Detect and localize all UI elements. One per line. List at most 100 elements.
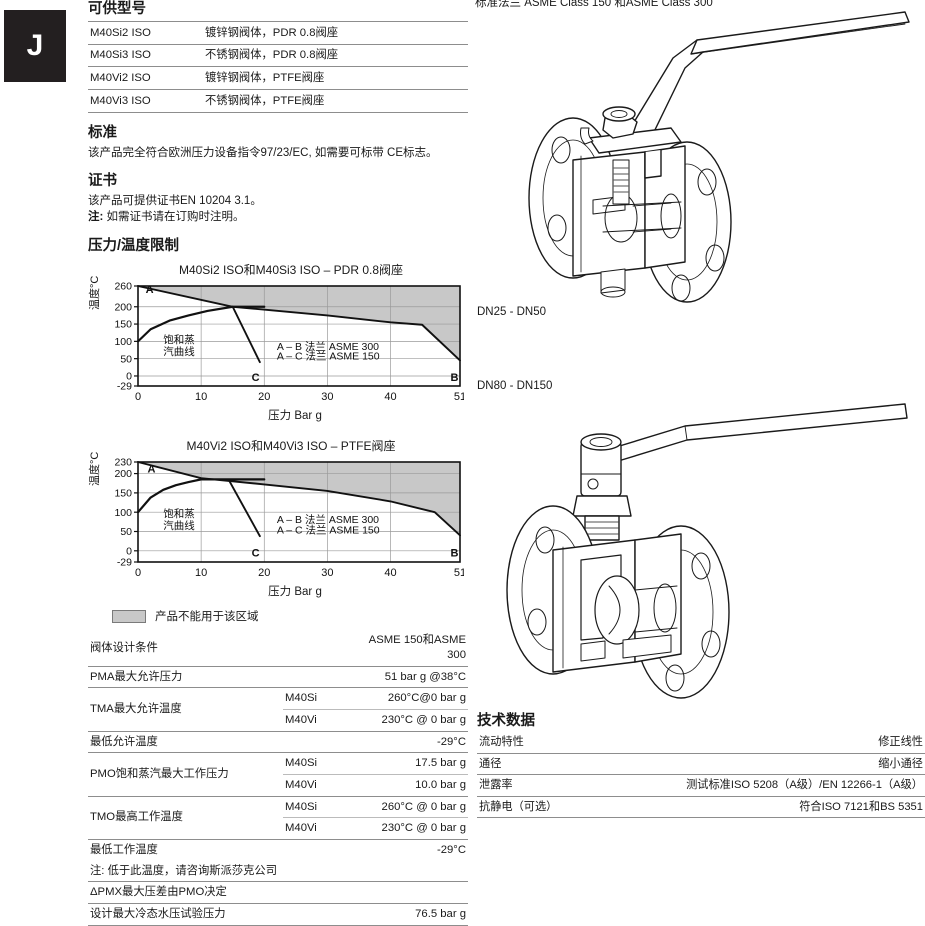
svg-text:100: 100 (114, 507, 132, 519)
spec-variant: M40Vi (283, 774, 345, 797)
spec-value: 230°C @ 0 bar g (345, 709, 468, 732)
certificate-note-text: 如需证书请在订购时注明。 (103, 211, 245, 224)
tech-value: 缩小通径 (591, 753, 925, 776)
svg-text:40: 40 (384, 391, 396, 403)
chart-si-xlabel: 压力 Bar g (268, 410, 322, 423)
svg-text:A – B 法兰 ASME 300: A – B 法兰 ASME 300 (277, 513, 379, 526)
model-code: M40Vi3 ISO (88, 89, 203, 113)
svg-text:A – B 法兰 ASME 300: A – B 法兰 ASME 300 (277, 340, 379, 353)
spec-value: -29°C (436, 843, 466, 856)
svg-text:0: 0 (126, 546, 132, 558)
svg-text:0: 0 (126, 371, 132, 383)
right-content-column: 标准法兰 ASME Class 150 和ASME Class 300 (475, 0, 925, 819)
table-row: 最低允许温度 -29°C (88, 731, 468, 754)
table-row: 通径 缩小通径 (477, 753, 925, 776)
svg-text:A: A (146, 284, 154, 296)
table-row: M40Si2 ISO 镀锌钢阀体，PDR 0.8阀座 (88, 21, 468, 45)
technical-data-block: 技术数据 流动特性 修正线性 通径 缩小通径 泄露率 测试标准ISO 5208（… (477, 712, 925, 819)
specification-table-body: 阀体设计条件 ASME 150和ASME 300 PMA最大允许压力 51 ba… (88, 630, 468, 926)
svg-text:10: 10 (195, 567, 207, 579)
certificate-note-label: 注: (88, 211, 104, 224)
spec-label: TMA最大允许温度 (88, 687, 283, 732)
svg-text:饱和蒸: 饱和蒸 (163, 508, 195, 520)
svg-text:230: 230 (114, 457, 132, 469)
spec-note: 注: 低于此温度，请咨询斯派莎克公司 (88, 860, 468, 883)
svg-text:50: 50 (120, 526, 132, 538)
svg-text:30: 30 (321, 391, 333, 403)
spec-label: PMA最大允许压力 (88, 666, 345, 689)
technical-data-table: 流动特性 修正线性 通径 缩小通径 泄露率 测试标准ISO 5208（A级）/E… (477, 732, 925, 819)
spec-label: ΔPMX最大压差由PMO决定 (88, 881, 468, 904)
svg-text:-29: -29 (117, 557, 132, 569)
svg-text:40: 40 (384, 567, 396, 579)
table-row: 最低工作温度 -29°C (88, 839, 468, 860)
spec-value: 260°C @ 0 bar g (345, 796, 468, 819)
spec-value: 17.5 bar g (345, 752, 468, 775)
available-models-body: M40Si2 ISO 镀锌钢阀体，PDR 0.8阀座 M40Si3 ISO 不锈… (88, 21, 468, 113)
spec-label: PMO饱和蒸汽最大工作压力 (88, 752, 283, 797)
table-row: 阀体设计条件 ASME 150和ASME 300 (88, 630, 468, 667)
svg-text:C: C (252, 548, 260, 560)
svg-text:30: 30 (321, 567, 333, 579)
svg-text:0: 0 (135, 391, 141, 403)
tech-label: 泄露率 (477, 774, 592, 797)
svg-text:0: 0 (135, 567, 141, 579)
spec-label: 最低允许温度 (88, 731, 345, 754)
svg-text:A – C 法兰 ASME 150: A – C 法兰 ASME 150 (277, 350, 380, 363)
pressure-temperature-limits-heading: 压力/温度限制 (88, 238, 180, 255)
svg-text:10: 10 (195, 391, 207, 403)
figure-caption-dn80-dn150: DN80 - DN150 (477, 380, 553, 392)
figure-caption-dn25-dn50: DN25 - DN50 (477, 306, 547, 318)
tech-label: 抗静电（可选） (477, 796, 592, 819)
svg-text:饱和蒸: 饱和蒸 (163, 334, 195, 346)
model-code: M40Si3 ISO (88, 44, 203, 68)
certificate-note: 注: 如需证书请在订购时注明。 (88, 209, 468, 226)
svg-text:B: B (451, 548, 459, 560)
spec-label: TMO最高工作温度 (88, 796, 283, 840)
chart-si-ylabel: 温度°C (89, 275, 101, 311)
table-row: M40Vi 10.0 bar g (88, 774, 468, 797)
tech-label: 通径 (477, 753, 592, 776)
section-tab-letter: J (4, 10, 66, 82)
model-code: M40Si2 ISO (88, 21, 203, 45)
specification-table: 阀体设计条件 ASME 150和ASME 300 PMA最大允许压力 51 ba… (88, 630, 468, 926)
table-row: M40Si3 ISO 不锈钢阀体，PDR 0.8阀座 (88, 44, 468, 68)
certificate-heading: 证书 (88, 172, 117, 189)
table-row: 注: 低于此温度，请咨询斯派莎克公司 (88, 860, 468, 883)
valve-illustration-dn25-dn50 (528, 11, 910, 303)
svg-text:50: 50 (120, 353, 132, 365)
chart-legend: 产品不能用于该区域 (112, 608, 468, 624)
legend-label-unusable: 产品不能用于该区域 (155, 611, 259, 624)
table-row: M40Vi2 ISO 镀锌钢阀体，PTFE阀座 (88, 66, 468, 91)
svg-text:51: 51 (454, 391, 464, 403)
left-content-column: 可供型号 M40Si2 ISO 镀锌钢阀体，PDR 0.8阀座 M40Si3 I… (88, 0, 468, 926)
available-models-heading: 可供型号 (88, 1, 146, 17)
spec-variant: M40Si (283, 752, 345, 775)
model-description: 不锈钢阀体，PTFE阀座 (203, 89, 468, 113)
tech-label: 流动特性 (477, 732, 592, 754)
spec-variant: M40Vi (283, 817, 345, 840)
svg-text:B: B (451, 372, 459, 384)
spec-label: 设计最大冷态水压试验压力 (88, 903, 345, 926)
model-code: M40Vi2 ISO (88, 66, 203, 91)
standard-text: 该产品完全符合欧洲压力设备指令97/23/EC, 如需要可标带 CE标志。 (88, 146, 438, 159)
section-tab-label: J (26, 29, 44, 62)
table-row: TMO最高工作温度 M40Si 260°C @ 0 bar g (88, 796, 468, 840)
table-row: M40Vi 230°C @ 0 bar g (88, 709, 468, 732)
chart-vi-title: M40Vi2 ISO和M40Vi3 ISO – PTFE阀座 (186, 439, 396, 454)
svg-text:51: 51 (454, 567, 464, 579)
certificate-text: 该产品可提供证书EN 10204 3.1。 (88, 194, 262, 207)
svg-text:200: 200 (114, 302, 132, 314)
model-description: 镀锌钢阀体，PTFE阀座 (203, 66, 468, 91)
chart-si-title: M40Si2 ISO和M40Si3 ISO – PDR 0.8阀座 (178, 263, 404, 278)
table-row: 设计最大冷态水压试验压力 76.5 bar g (88, 903, 468, 926)
svg-text:150: 150 (114, 319, 132, 331)
tech-value: 修正线性 (591, 732, 925, 754)
spec-value: 260°C@0 bar g (345, 687, 468, 710)
table-row: 流动特性 修正线性 (477, 732, 925, 754)
chart-vi-xlabel: 压力 Bar g (268, 586, 322, 599)
available-models-table: M40Si2 ISO 镀锌钢阀体，PDR 0.8阀座 M40Si3 ISO 不锈… (88, 21, 468, 113)
spec-label: 阀体设计条件 (88, 630, 345, 667)
